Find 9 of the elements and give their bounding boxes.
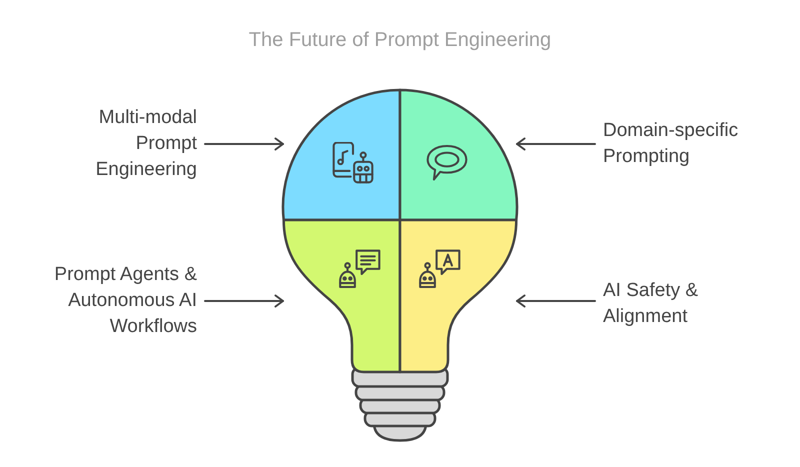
arrow xyxy=(204,138,284,150)
title: The Future of Prompt Engineering xyxy=(248,28,552,52)
feature-label: Multi-modal Prompt Engineering xyxy=(94,105,197,183)
feature-label: AI Safety & Alignment xyxy=(603,278,700,330)
arrow xyxy=(516,138,596,150)
arrow xyxy=(204,294,284,308)
feature-label: Domain-specific Prompting xyxy=(603,118,740,170)
arrow xyxy=(516,294,596,308)
feature-label: Prompt Agents & Autonomous AI Workflows xyxy=(53,262,197,340)
